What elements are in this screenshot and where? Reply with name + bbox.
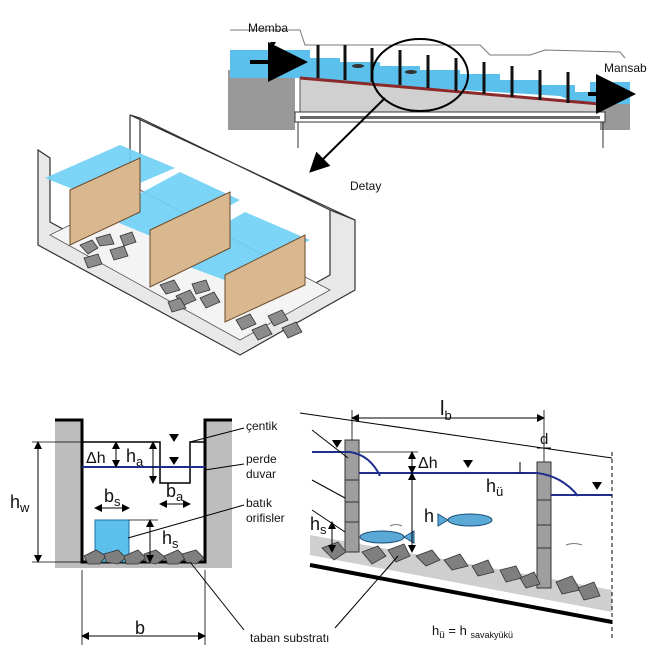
- ls-hs-label: hs: [310, 514, 327, 537]
- cs-ha-label: ha: [126, 446, 144, 469]
- cs-wall-label-2: duvar: [246, 467, 276, 481]
- detail-stones: [79, 231, 303, 341]
- overview-section: Memba Mansab Detay: [228, 21, 647, 193]
- cs-hs-label: hs: [162, 528, 179, 551]
- cs-wall-label-1: perde: [246, 452, 277, 466]
- overview-downstream-label: Mansab: [604, 61, 647, 75]
- overview-level-marker: [270, 42, 276, 47]
- detail-wall-2: [149, 191, 231, 288]
- overview-detail-arrow: [309, 97, 386, 173]
- overview-fish-1: [352, 64, 364, 68]
- ls-floor-line: [309, 563, 613, 624]
- ls-leader-lines: [311, 429, 399, 629]
- overview-ground: [228, 70, 295, 130]
- detail-label: Detay: [350, 179, 381, 193]
- cs-orifice-label-1: batık: [246, 496, 273, 510]
- overview-substrate: [299, 76, 601, 106]
- cs-dh-label: Δh: [86, 450, 106, 467]
- overview-base-stripe: [300, 116, 600, 119]
- detail-back-wall: [129, 114, 356, 221]
- cs-bs-label: bs: [104, 486, 121, 509]
- cs-leader-lines: [127, 427, 245, 631]
- overview-channel-water: [300, 58, 600, 104]
- ls-water-surface-2: [359, 472, 579, 497]
- ls-d-label: d: [540, 431, 548, 448]
- cs-b-label: b: [135, 618, 145, 638]
- cs-ba-label: ba: [166, 481, 184, 504]
- cs-orifice-label-2: orifisler: [246, 511, 285, 525]
- cs-notch: [82, 441, 205, 484]
- ls-h-label: h: [424, 506, 434, 526]
- cross-section: Δh ha bs ba hs hw b çentik perde duvar b…: [10, 418, 329, 645]
- overview-upstream-label: Memba: [248, 21, 288, 35]
- ls-fish-2: [437, 513, 493, 527]
- detail-water-3: [165, 212, 310, 282]
- cs-channel-outline: [55, 418, 232, 564]
- ls-level-marker-1: [332, 440, 342, 448]
- detail-water-2: [100, 172, 240, 242]
- cs-level-marker-1: [169, 434, 179, 442]
- cs-left-block: [55, 420, 82, 565]
- overview-bank-line: [230, 29, 626, 59]
- cs-right-block: [205, 420, 232, 565]
- overview-fish-2: [405, 70, 417, 74]
- detail-wall-1: [69, 157, 141, 246]
- cs-hw-label: hw: [10, 492, 30, 515]
- ls-hu-label: hü: [486, 476, 503, 499]
- long-section: lb d Δh h hü hs hü = h savakyükü: [299, 398, 613, 641]
- ls-water-surface-1: [312, 451, 381, 477]
- cs-substrate: [83, 549, 205, 565]
- ls-level-marker-3: [592, 482, 602, 490]
- overview-detail-circle: [371, 38, 469, 112]
- cs-substrate-label: taban substratı: [250, 631, 329, 645]
- ls-floor: [310, 535, 612, 612]
- detail-wall-3: [224, 234, 306, 323]
- cs-notch-label: çentik: [246, 419, 278, 433]
- ls-substrate: [321, 541, 601, 601]
- ls-formula: hü = h savakyükü: [432, 623, 513, 641]
- ls-dh-label: Δh: [418, 455, 438, 472]
- cs-level-marker-2: [169, 457, 179, 465]
- ls-level-marker-2: [463, 460, 473, 468]
- ls-fish-1: [359, 530, 415, 544]
- ls-lb-label: lb: [440, 398, 452, 423]
- detail-3d: [37, 114, 356, 356]
